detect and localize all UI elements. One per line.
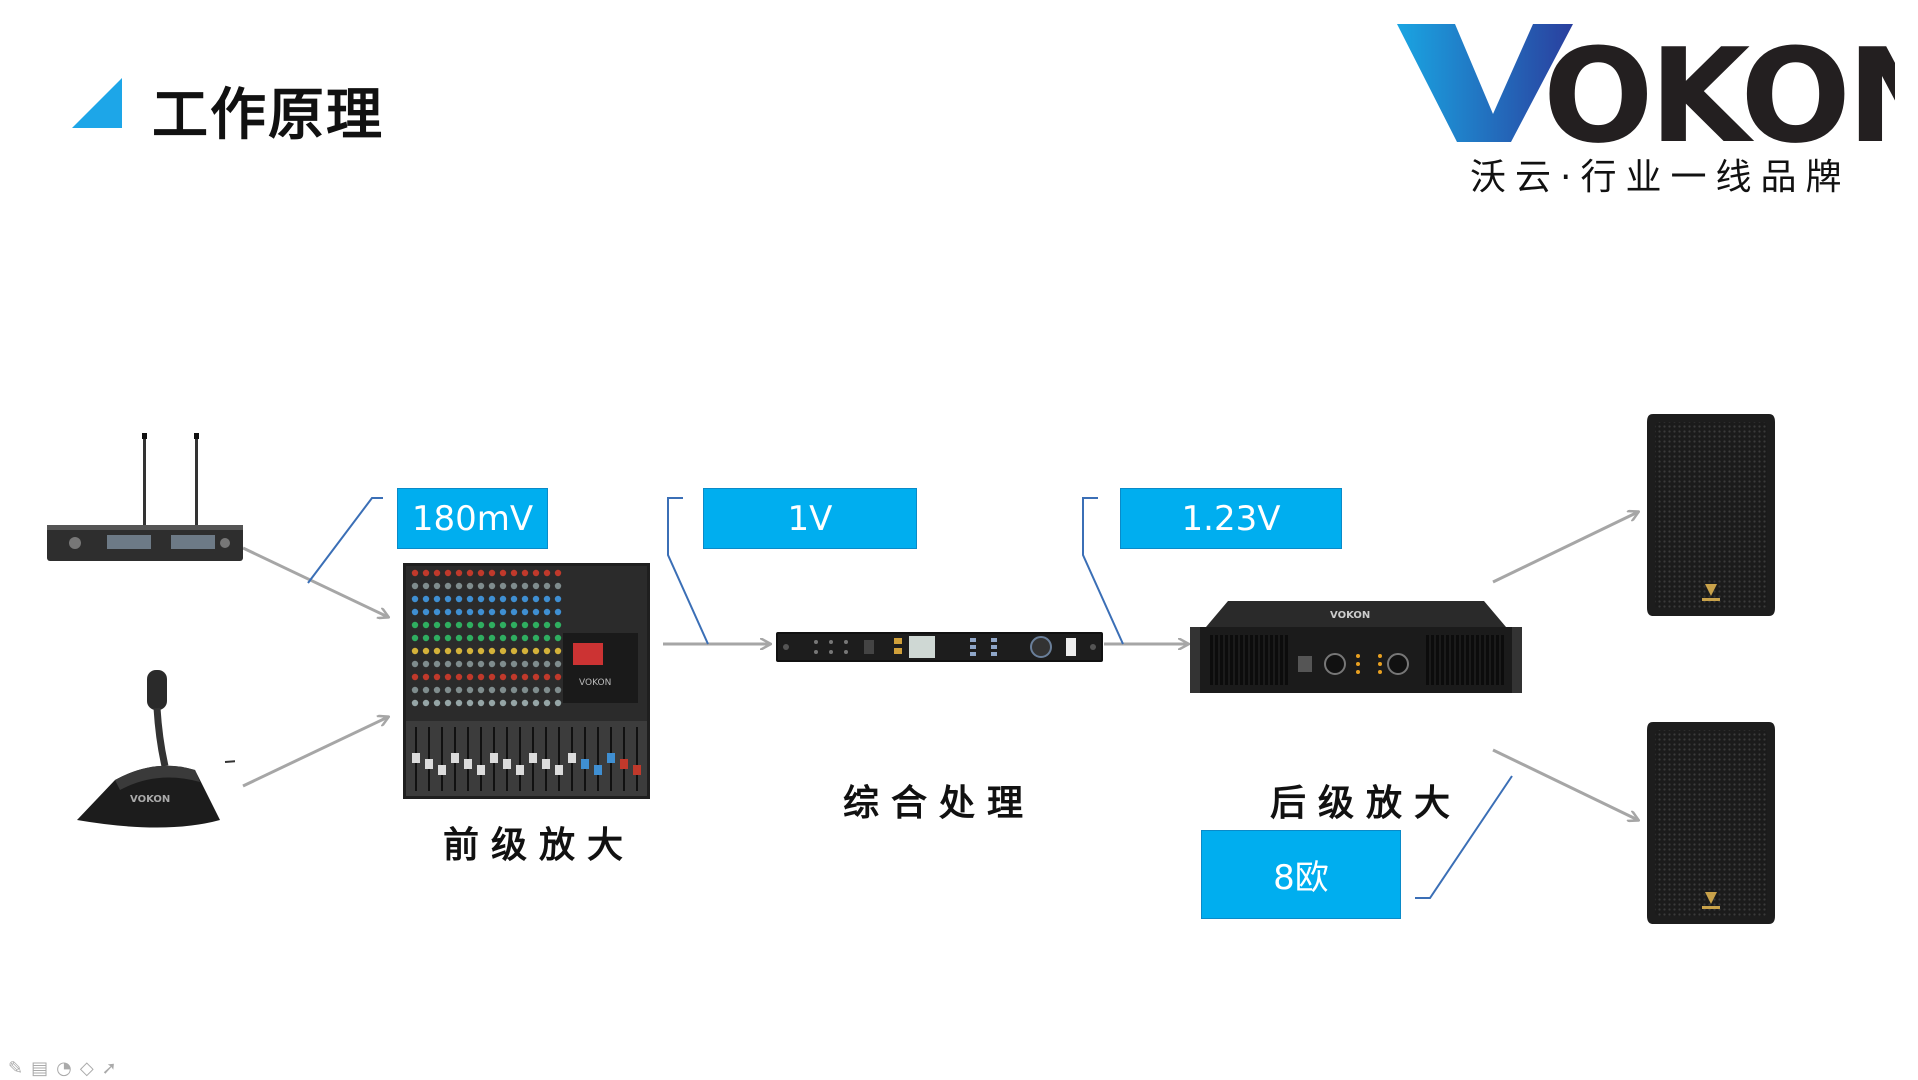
page-title: 工作原理 [152,83,384,148]
level-box-preamp: 180mV [397,488,548,549]
amp-brand-text: VOKON [1330,610,1370,621]
svg-text:OKON: OKON [1543,20,1895,148]
power-amplifier-image: VOKON [1190,601,1522,693]
arrow-amp-to-speaker-bottom [1492,748,1638,820]
wireless-receiver-image [47,433,243,561]
slides-icon[interactable]: ▤ [31,1058,49,1079]
audio-processor-image [776,632,1103,662]
gooseneck-mic-image: VOKON [77,670,235,828]
arrow-receiver-to-mixer [242,546,388,617]
stage-label-processor: 综合处理 [843,783,1036,824]
callout-speaker [1415,775,1513,899]
mic-brand-text: VOKON [130,794,170,805]
brand-tagline: 沃云·行业一线品牌 [1470,157,1851,198]
level-box-processor: 1V [703,488,917,549]
arrow-amp-to-speaker-top [1492,512,1638,584]
eraser-icon[interactable]: ◔ [56,1058,72,1079]
mixer-console-image: VOKON [403,563,650,799]
slideshow-toolbar: ✎ ▤ ◔ ◇ ➚ [8,1058,117,1079]
stage-label-preamp: 前级放大 [443,825,636,866]
tag-icon[interactable]: ◇ [79,1058,94,1079]
pen-icon[interactable]: ✎ [8,1058,24,1079]
level-box-amp: 1.23V [1120,488,1342,549]
callout-amp [1082,497,1124,645]
callout-preamp [307,497,383,584]
mixer-brand-text: VOKON [579,678,611,688]
title-accent-triangle [72,78,122,128]
pointer-icon[interactable]: ➚ [101,1058,117,1079]
level-box-impedance: 8欧 [1201,830,1401,919]
vokon-logo: OKON [1397,20,1895,148]
speaker-bottom-image [1647,722,1775,924]
callout-processor [667,497,709,645]
speaker-top-image [1647,414,1775,616]
arrow-mic-to-mixer [242,717,388,788]
stage-label-power-amp: 后级放大 [1270,783,1463,824]
